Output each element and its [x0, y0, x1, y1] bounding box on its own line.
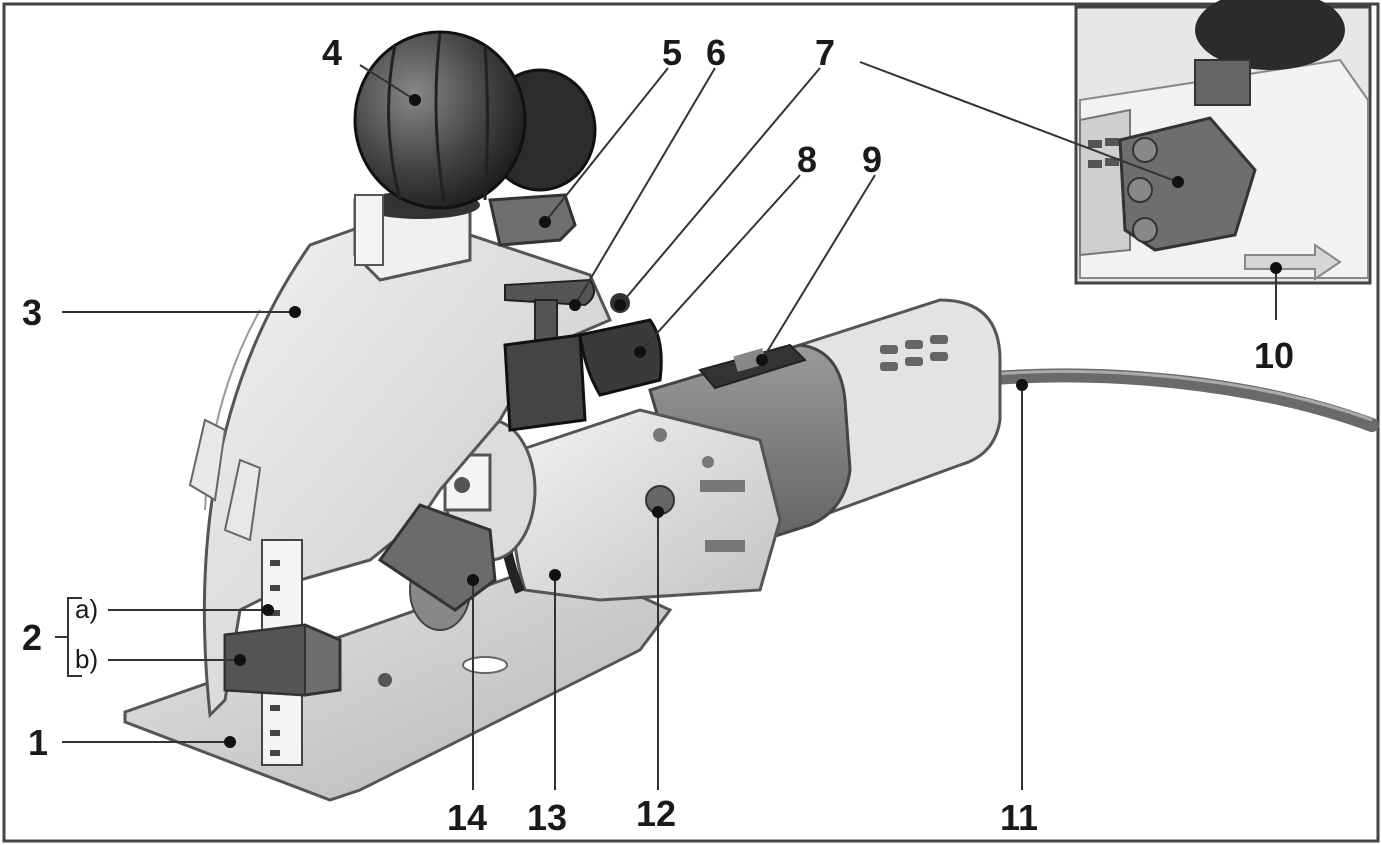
- callout-2a: a): [75, 594, 98, 624]
- callout-10: 10: [1254, 335, 1294, 376]
- callout-14: 14: [447, 797, 487, 838]
- inset-detail: [1074, 0, 1372, 285]
- dust-port: [377, 503, 497, 612]
- direction-arrow-icon: [1244, 243, 1342, 281]
- callout-9: 9: [862, 139, 882, 180]
- power-cable: [988, 368, 1379, 432]
- callout-2b: b): [75, 644, 98, 674]
- locking-lever: [488, 193, 577, 247]
- callout-2: 2: [22, 617, 42, 658]
- callout-13: 13: [527, 797, 567, 838]
- leader-lines: [55, 61, 1277, 790]
- callout-12: 12: [636, 793, 676, 834]
- vent-slots: [880, 335, 948, 371]
- callout-5: 5: [662, 32, 682, 73]
- callout-6: 6: [706, 32, 726, 73]
- callout-3: 3: [22, 292, 42, 333]
- dark-lock-block: [578, 318, 663, 397]
- callout-7: 7: [815, 32, 835, 73]
- callout-4: 4: [322, 32, 342, 73]
- auxiliary-knob: [353, 30, 527, 210]
- callout-11: 11: [1000, 797, 1038, 838]
- callout-8: 8: [797, 139, 817, 180]
- callout-1: 1: [28, 722, 48, 763]
